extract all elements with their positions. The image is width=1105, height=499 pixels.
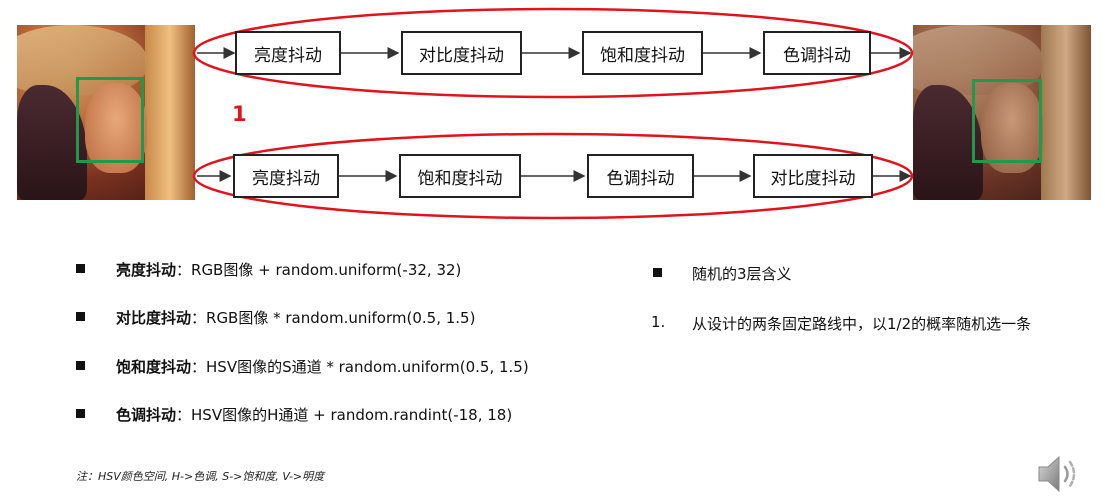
bottom-box-saturation: 饱和度抖动 [399,154,521,198]
speaker-icon[interactable] [1035,452,1085,496]
footnote: 注：HSV颜色空间, H->色调, S->饱和度, V->明度 [76,470,325,483]
right-bullet-heading: 随机的3层含义 [692,265,792,283]
bullet-hue: 色调抖动：HSV图像的H通道 + random.randint(-18, 18) [116,406,513,424]
bullet-brightness: 亮度抖动：RGB图像 + random.uniform(-32, 32) [116,261,462,279]
bullet-marker [76,409,85,418]
face-box [972,79,1042,163]
bullet-marker [76,312,85,321]
bullet-marker [76,361,85,370]
output-photo [913,25,1091,200]
top-box-contrast: 对比度抖动 [401,31,522,75]
bottom-box-brightness: 亮度抖动 [233,154,339,198]
right-item-text: 从设计的两条固定路线中，以1/2的概率随机选一条 [692,315,1032,333]
route-marker: 1 [232,102,247,126]
bottom-box-hue: 色调抖动 [587,154,694,198]
bullet-saturation: 饱和度抖动：HSV图像的S通道 * random.uniform(0.5, 1.… [116,358,529,376]
bullet-contrast: 对比度抖动：RGB图像 * random.uniform(0.5, 1.5) [116,309,476,327]
right-item-number: 1. [651,313,666,331]
input-photo [17,25,195,200]
bottom-box-contrast: 对比度抖动 [753,154,873,198]
top-box-hue: 色调抖动 [763,31,871,75]
bottom-route-ellipse [192,132,914,220]
face-box [76,77,144,163]
top-box-brightness: 亮度抖动 [235,31,341,75]
top-box-saturation: 饱和度抖动 [582,31,703,75]
pipeline-diagram [192,7,914,220]
bullet-marker [76,264,85,273]
bullet-marker [653,268,662,277]
top-route-ellipse [192,7,914,99]
